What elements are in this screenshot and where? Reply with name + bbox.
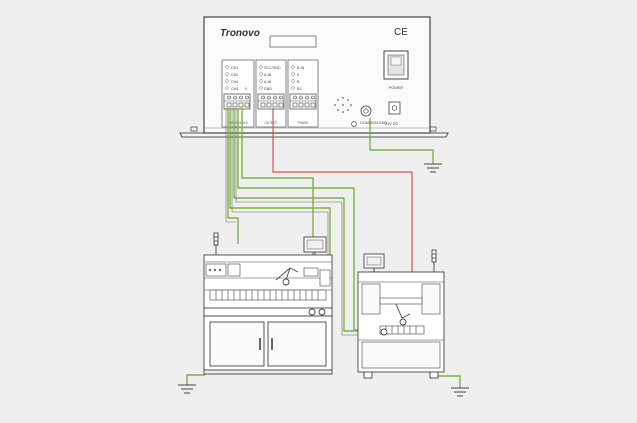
pin-label: A-IN [264,73,272,77]
panel-caption: OUTPUT [264,121,277,125]
controller-unit: Tronovo CE CH1 CH2 CH3 CH4 ⏚ [179,16,449,138]
pin-label: B-IN [297,66,305,70]
panel-caption: PHASE [298,121,309,125]
monitor-icon [303,236,327,258]
buzzer-grille [334,97,352,113]
tower-light-icon [431,249,437,263]
pin-label: CH3 [231,80,238,84]
supply-label: 24V DC [385,122,399,126]
machine-earth-wire [186,374,205,385]
pin-label: CH1 [231,66,238,70]
ground-wire [227,108,239,244]
pin-label: CH2 [231,73,238,77]
dc-power-jack: 24V DC [385,101,401,126]
terminal-panel-output: VCC/GND A-IN A-IN GND OUTPUT [255,59,287,128]
right-smt-machine [357,249,445,379]
signal-wire [225,108,236,223]
pin-label: A-IN [264,80,272,84]
power-label: POWER [389,86,404,90]
terminal-panel-phase: B-IN K B B3 PHASE [287,59,319,128]
ground-symbol-icon [451,387,469,397]
pin-label: VCC/GND [264,66,281,70]
pin-label: CH4 [231,87,238,91]
monitor-icon [363,253,385,273]
common-gnd-wire [369,118,434,164]
ce-mark: CE [394,27,408,38]
ground-symbol-icon [424,163,442,173]
alarm-wire [272,108,413,272]
brand-logo: Tronovo [220,28,260,39]
power-switch[interactable]: POWER [383,50,409,90]
pin-label: GND [264,87,272,91]
signal-wire [235,108,360,336]
display-window [269,35,317,48]
ground-wire [233,108,360,332]
tower-light-icon [213,232,219,246]
feeder-rack [209,289,327,301]
ground-symbol-mini: ⏚ [244,85,248,91]
robot-arm-icon [395,303,411,319]
pin-label: B3 [297,87,301,91]
robot-arm-icon [275,267,299,281]
common-gnd-label: COMMON GND [360,121,387,125]
pin-label: B [297,80,300,84]
pin-label: K [297,73,300,77]
ground-symbol-icon [178,384,196,394]
machine-earth-wire [436,375,461,388]
common-gnd-terminal: COMMON GND [351,105,387,127]
left-smt-machine [203,232,333,375]
